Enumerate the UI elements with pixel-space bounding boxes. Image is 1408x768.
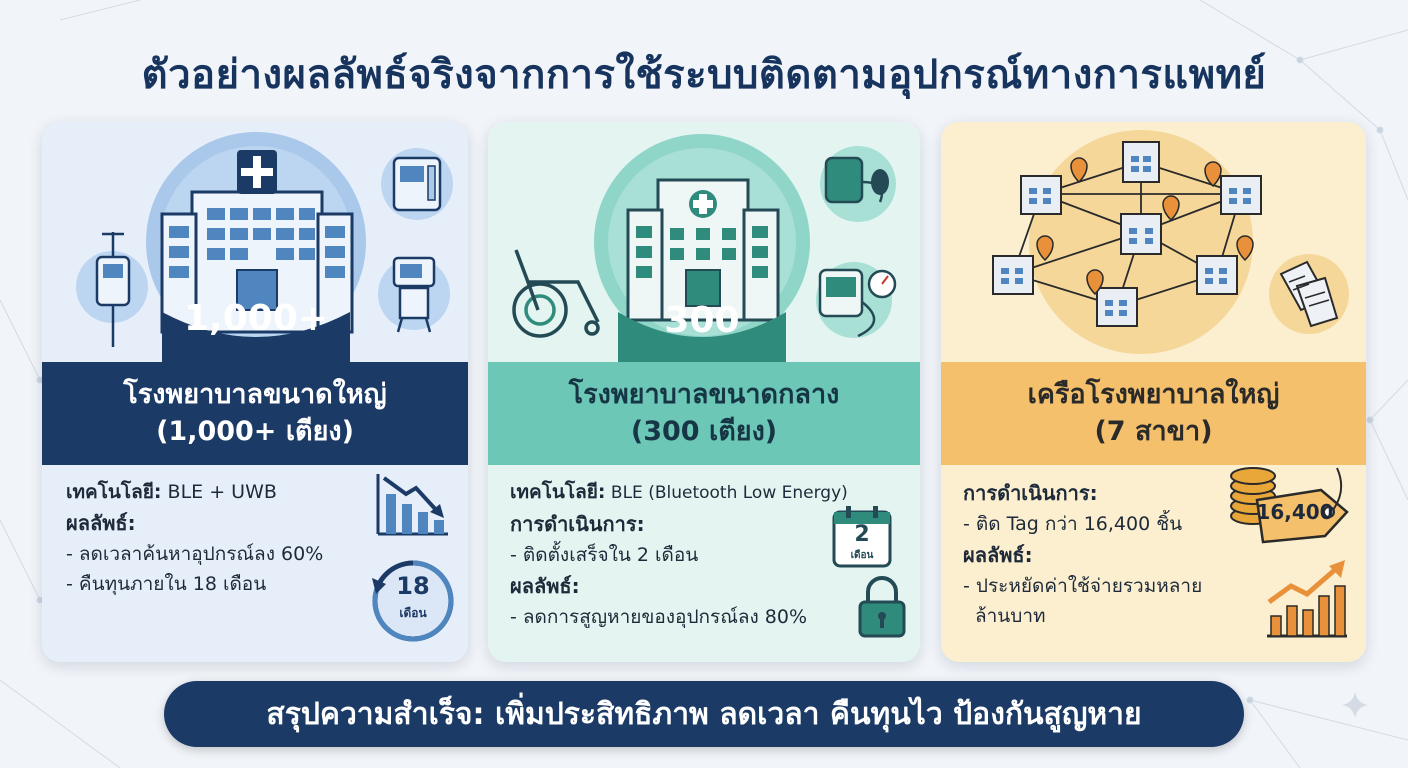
- result-item: - ลดเวลาค้นหาอุปกรณ์ลง 60%: [66, 543, 324, 565]
- tags-icon: [1269, 254, 1349, 334]
- case-card-medium-hospital: 300 โรงพยาบาลขนาดกลาง (300 เตียง) เทคโนโ…: [488, 122, 920, 662]
- growth-chart-icon: [1267, 560, 1347, 638]
- operation-label: การดำเนินการ:: [510, 512, 645, 536]
- infusion-pump-icon: [76, 232, 148, 347]
- card-heading-title: เครือโรงพยาบาลใหญ่: [1027, 379, 1280, 411]
- card-heading-band: โรงพยาบาลขนาดใหญ่ (1,000+ เตียง): [42, 362, 468, 465]
- medium-hospital-illustration: [512, 134, 897, 362]
- bp-monitor-icon: [816, 262, 897, 338]
- sparkle-icon: [1342, 692, 1368, 718]
- tag-count: 16,400: [1256, 500, 1334, 524]
- page-title: ตัวอย่างผลลัพธ์จริงจากการใช้ระบบติดตามอุ…: [141, 52, 1267, 98]
- hospital-network-illustration: [992, 130, 1349, 354]
- case-card-hospital-network: เครือโรงพยาบาลใหญ่ (7 สาขา) การดำเนินการ…: [941, 122, 1366, 662]
- calendar-icon: 2 เดือน: [830, 504, 894, 570]
- tech-value: BLE (Bluetooth Low Energy): [605, 483, 848, 503]
- card-heading-subtitle: (1,000+ เตียง): [156, 415, 354, 447]
- tech-label: เทคโนโลยี:: [510, 481, 606, 503]
- tech-line: เทคโนโลยี: BLE (Bluetooth Low Energy): [510, 477, 908, 508]
- hospital-icon: [626, 178, 780, 322]
- result-item: - ประหยัดค่าใช้จ่ายรวมหลาย: [963, 575, 1203, 597]
- operation-item: - ติดตั้งเสร็จใน 2 เดือน: [510, 544, 699, 566]
- result-item: - ลดการสูญหายของอุปกรณ์ลง 80%: [510, 606, 808, 628]
- result-item-continued: ล้านบาท: [975, 605, 1046, 627]
- blood-pressure-cuff-icon: [820, 146, 896, 222]
- clock-badge-unit: เดือน: [399, 606, 427, 620]
- operation-label: การดำเนินการ:: [963, 481, 1098, 505]
- wheelchair-icon: [512, 249, 600, 338]
- clock-badge-icon: 18 เดือน: [368, 556, 458, 646]
- card-heading-title: โรงพยาบาลขนาดใหญ่: [123, 379, 387, 411]
- ventilator-icon: [378, 256, 450, 333]
- card-body: เทคโนโลยี: BLE + UWB ผลลัพธ์: - ลดเวลาค้…: [66, 477, 456, 599]
- calendar-number: 2: [854, 522, 870, 547]
- operation-item: - ติด Tag กว่า 16,400 ชิ้น: [963, 513, 1183, 535]
- case-card-large-hospital: 1,000+ โรงพยาบาลขนาดใหญ่ (1,000+ เตียง) …: [42, 122, 468, 662]
- summary-banner: สรุปความสำเร็จ: เพิ่มประสิทธิภาพ ลดเวลา …: [164, 681, 1244, 747]
- card-heading-band: เครือโรงพยาบาลใหญ่ (7 สาขา): [941, 362, 1366, 465]
- hospital-network-icon: [992, 141, 1262, 327]
- calendar-unit: เดือน: [850, 550, 874, 561]
- tech-label: เทคโนโลยี:: [66, 481, 162, 503]
- large-hospital-illustration: [76, 132, 453, 362]
- coins-tag-icon: 16,400: [1225, 460, 1355, 550]
- card-heading-title: โรงพยาบาลขนาดกลาง: [568, 379, 840, 411]
- clock-badge-number: 18: [396, 572, 430, 600]
- tech-value: BLE + UWB: [161, 481, 277, 503]
- card-heading-subtitle: (7 สาขา): [1094, 415, 1213, 447]
- hospital-icon: [160, 150, 354, 334]
- card-body: เทคโนโลยี: BLE (Bluetooth Low Energy) กา…: [510, 477, 908, 632]
- tech-line: เทคโนโลยี: BLE + UWB: [66, 477, 456, 507]
- card-heading-subtitle: (300 เตียง): [630, 415, 778, 447]
- card-heading-band: โรงพยาบาลขนาดกลาง (300 เตียง): [488, 362, 920, 465]
- card-body: การดำเนินการ: - ติด Tag กว่า 16,400 ชิ้น…: [963, 477, 1354, 631]
- lock-icon: [858, 576, 906, 638]
- result-label: ผลลัพธ์:: [66, 511, 136, 535]
- monitor-cart-icon: [381, 148, 453, 220]
- hospital-bed-count: 1,000+: [183, 298, 329, 339]
- result-label: ผลลัพธ์:: [963, 543, 1033, 567]
- result-label: ผลลัพธ์:: [510, 574, 580, 598]
- result-item: - คืนทุนภายใน 18 เดือน: [66, 573, 267, 595]
- declining-chart-icon: [376, 474, 448, 536]
- hospital-bed-count: 300: [664, 300, 740, 341]
